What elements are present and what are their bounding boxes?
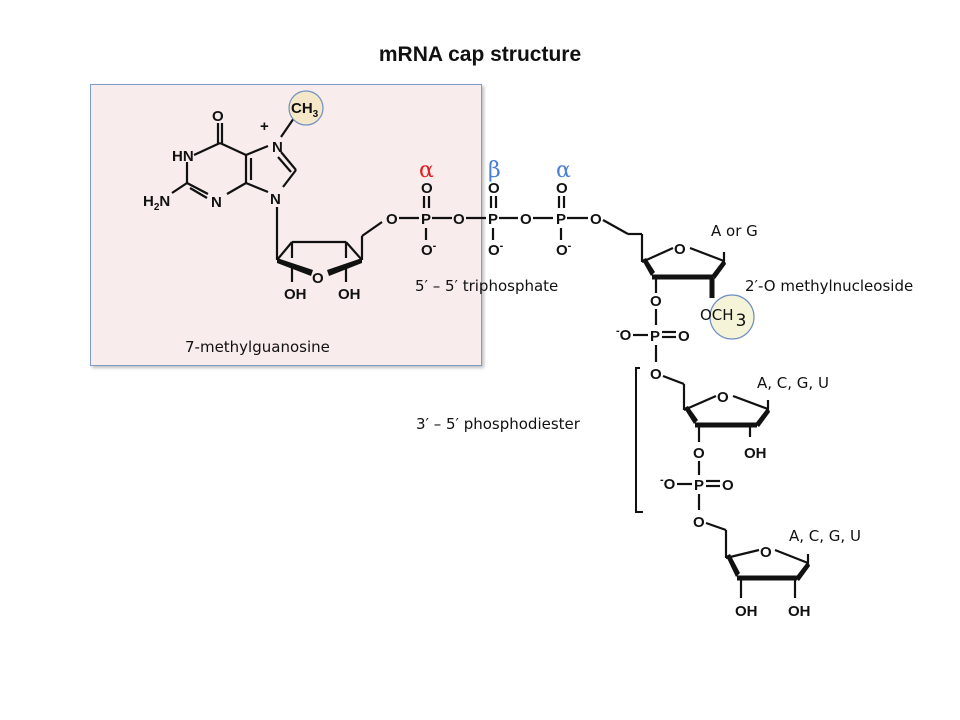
bond [277,156,292,173]
anionic-oxygen: O- [421,240,437,259]
wedge-bond [755,407,770,427]
label-triphosphate: 5′ – 5′ triphosphate [415,277,558,295]
first-nucleoside-ribose [628,232,726,298]
atom-n9: N [270,191,281,208]
bond [282,169,297,188]
guanine-base [171,117,297,260]
methylguanosine-box [90,84,482,366]
bond [345,241,363,261]
three-prime-oxygen: O [650,293,662,310]
hydroxyl-2: OH [788,603,811,620]
hydroxyl-3: OH [735,603,758,620]
atom-hn: HN [172,148,194,165]
bond [689,246,725,263]
wedge-bond [726,554,740,577]
charge-plus: + [260,118,269,135]
phosphoryl-oxygen: O [421,180,433,197]
bond [245,144,269,157]
bond [171,182,188,194]
phosphorus-2: P [488,211,498,228]
alpha-label-red: α [419,158,434,183]
label-methylnucleoside: 2′-O methylnucleoside [745,277,913,295]
bridge-oxygen: O [520,211,532,228]
wedge-bond [327,258,362,276]
ring-oxygen: O [674,241,686,258]
page-title: mRNA cap structure [0,43,960,67]
wedge-bond [277,258,313,276]
phosphorus-1: P [421,211,431,228]
atom-n7: N [272,139,283,156]
bond [186,182,209,195]
bond [732,394,769,411]
bond [193,142,221,156]
atom-h2n: H2N [143,193,170,213]
atom-o: O [212,108,224,125]
phosphorus-3: P [556,211,566,228]
ring-oxygen: O [717,389,729,406]
five-prime-oxygen: O [693,514,705,531]
triphosphate-bridge: O P O P O P O O O- O O- O O- [386,180,629,259]
bond [602,219,629,235]
bond [774,548,809,565]
phosphoryl-oxygen: O [678,328,690,345]
bond [683,394,717,412]
label-7-methylguanosine: 7-methylguanosine [185,338,330,356]
anionic-oxygen: O- [556,240,572,259]
phosphorus: P [650,328,660,345]
three-prime-oxygen: O [693,445,705,462]
label-base-acgu-2: A, C, G, U [789,527,861,545]
hydroxyl-2: OH [744,445,767,462]
beta-label: β [488,158,501,183]
bond [245,181,269,194]
anionic-oxygen: O- [488,240,504,259]
repeat-bracket [635,367,643,513]
anionic-oxygen: -O [616,325,632,344]
atom-n: N [211,194,222,211]
phosphodiester-1: -O P O O [616,309,690,383]
wedge-bond [795,561,810,581]
bond [276,241,293,261]
title-text: mRNA cap structure [378,43,582,66]
bond [219,142,247,156]
second-nucleoside-ribose [662,374,770,442]
bond [189,187,208,199]
bond [280,151,297,171]
bridge-oxygen: O [590,211,602,228]
hydroxyl-2: OH [284,286,307,303]
phosphodiester-2: -O P O O [660,461,734,531]
bond [280,117,295,138]
phosphoryl-oxygen: O [488,180,500,197]
methoxy-highlight-circle [709,294,755,340]
ring-oxygen: O [760,544,772,561]
wedge-bond [684,406,698,424]
bond [662,374,685,386]
label-base-a-or-g: A or G [711,222,758,240]
bond [705,521,727,532]
label-base-acgu-1: A, C, G, U [757,374,829,392]
hydroxyl-3: OH [338,286,361,303]
atom-ch3: CH3 [291,100,319,120]
wedge-bond [642,258,655,276]
five-prime-oxygen: O [650,366,662,383]
bond [361,221,383,237]
guanosine-ribose [276,221,383,282]
bond [641,246,674,264]
wedge-bond [711,259,726,279]
ring-oxygen: O [312,270,324,287]
phosphoryl-oxygen: O [722,477,734,494]
third-nucleoside-ribose [705,521,810,598]
bond [725,548,760,560]
phosphoryl-oxygen: O [556,180,568,197]
bridge-oxygen: O [386,211,398,228]
phosphorus: P [694,477,704,494]
alpha-label-blue: α [556,158,571,183]
anionic-oxygen: -O [660,474,676,493]
methyl-highlight-circle [288,90,324,126]
bridge-oxygen: O [453,211,465,228]
label-phosphodiester: 3′ – 5′ phosphodiester [416,415,581,433]
bond [226,182,247,195]
